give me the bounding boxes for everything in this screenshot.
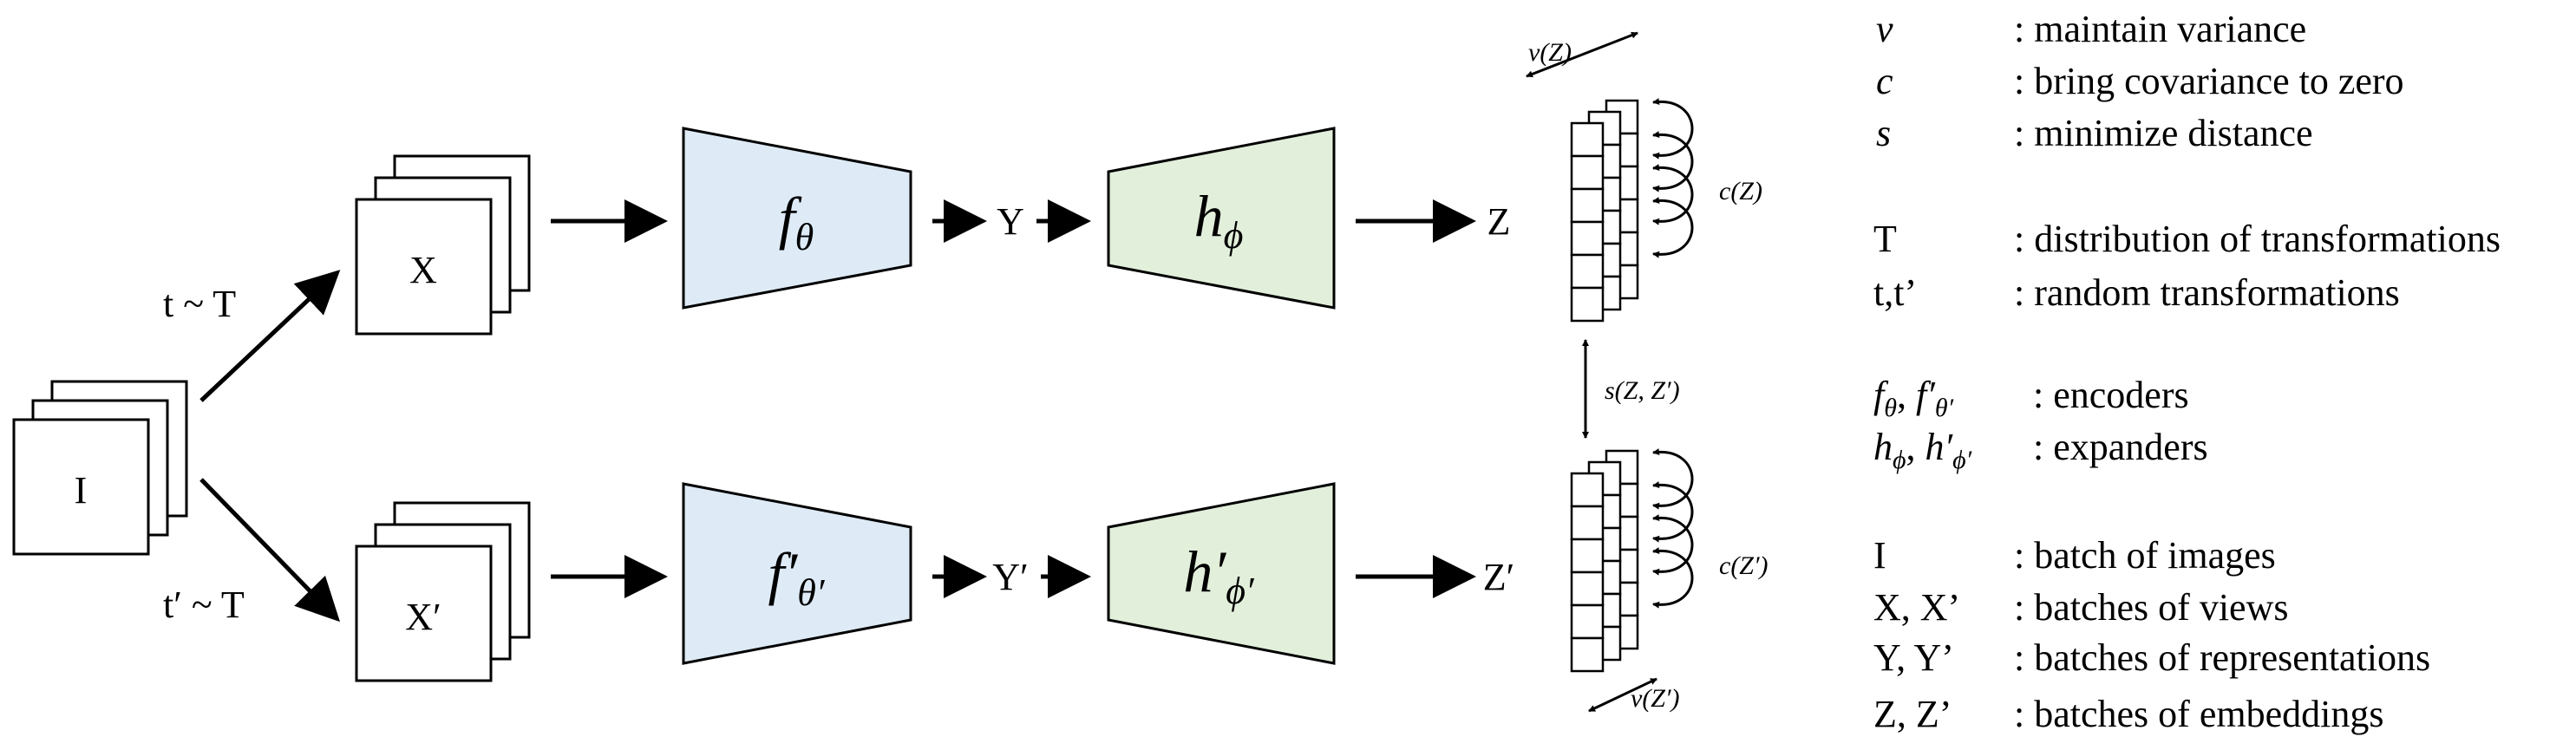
representation-top-label: Y [997,200,1024,243]
embedding-top-label: Z [1487,200,1511,243]
embedding-cell [1570,154,1605,191]
expander-trapezoid [1107,127,1336,310]
embedding-cell [1570,220,1605,257]
views-bottom-stack: X′ [355,501,531,682]
image-batch-stack: I [12,380,188,556]
covariance-arc [1652,481,1694,543]
covariance-bottom-arcs [1652,448,1694,609]
transform-bottom-arrow [199,478,340,623]
expander-label: hϕ [1194,183,1244,257]
legend-c-desc: : bring covariance to zero [2014,60,2404,102]
legend-s-desc: : minimize distance [2014,112,2313,154]
embedding-bottom-label: Z′ [1483,556,1515,598]
embedding-bottom-matrix [1570,449,1639,673]
legend-s-symbol: s [1876,112,1891,154]
embedding-top-matrix [1570,99,1639,323]
embedding-cell [1570,603,1605,640]
embedding-cell [1570,121,1605,158]
legend-v-desc: : maintain variance [2014,8,2306,50]
legend-I-desc: : batch of images [2014,534,2276,577]
covariance-arc [1652,547,1694,609]
embedding-cell [1570,472,1605,508]
embedding-cell [1570,538,1605,574]
legend-encoders-desc: : encoders [2033,374,2189,416]
embedding-cell [1570,253,1605,290]
covariance-top-label: c(Z) [1719,177,1762,205]
variance-top-arrow [1526,31,1638,78]
legend-encoders-symbol: fθ, f′θ′ [1873,374,1954,422]
similarity-label: s(Z, Z′) [1605,376,1680,405]
legend-Z-symbol: Z, Z’ [1873,693,1952,735]
encoder-trapezoid [682,127,912,310]
covariance-arc [1652,164,1694,225]
expander-prime-trapezoid [1107,482,1336,665]
representation-bottom-label: Y′ [992,556,1028,598]
image-batch-label: I [75,469,88,512]
encoder-prime-trapezoid [682,482,912,665]
variance-bottom-arrow [1588,677,1657,713]
legend: v : maintain variance c : bring covarian… [1873,8,2501,735]
legend-expanders-symbol: hϕ, h′ϕ′ [1873,426,1972,474]
variance-top-label: v(Z) [1528,38,1572,67]
embedding-cell [1570,286,1605,323]
legend-expanders-desc: : expanders [2033,426,2208,468]
covariance-bottom-label: c(Z′) [1719,551,1769,580]
covariance-arc [1652,448,1694,510]
views-top-label: X [409,249,437,291]
legend-T-symbol: T [1873,218,1897,260]
legend-Y-symbol: Y, Y’ [1873,636,1954,679]
legend-tt-desc: : random transformations [2014,271,2400,314]
variance-bottom-label: v(Z′) [1631,684,1680,713]
encoder-prime-label: f′θ′ [768,540,825,614]
covariance-arc [1652,197,1694,258]
transform-bottom-label: t′ ~ T [163,584,245,626]
embedding-cell [1570,187,1605,224]
legend-Z-desc: : batches of embeddings [2014,693,2383,735]
embedding-cell [1570,571,1605,607]
legend-X-desc: : batches of views [2014,586,2288,629]
legend-c-symbol: c [1876,60,1893,102]
transform-top-label: t ~ T [163,283,236,325]
views-top-stack: X [355,154,531,336]
covariance-top-arcs [1652,98,1694,258]
covariance-arc [1652,514,1694,576]
transform-top-arrow [199,270,341,402]
legend-Y-desc: : batches of representations [2014,636,2430,679]
legend-T-desc: : distribution of transformations [2014,218,2501,260]
expander-prime-label: h′ϕ′ [1183,538,1255,612]
legend-tt-symbol: t,t’ [1873,271,1917,314]
legend-X-symbol: X, X’ [1873,586,1960,629]
embedding-cell [1570,636,1605,673]
embedding-cell [1570,505,1605,541]
legend-I-symbol: I [1873,534,1886,577]
covariance-arc [1652,98,1694,160]
views-bottom-label: X′ [405,596,441,638]
legend-v-symbol: v [1876,8,1893,50]
covariance-arc [1652,131,1694,192]
